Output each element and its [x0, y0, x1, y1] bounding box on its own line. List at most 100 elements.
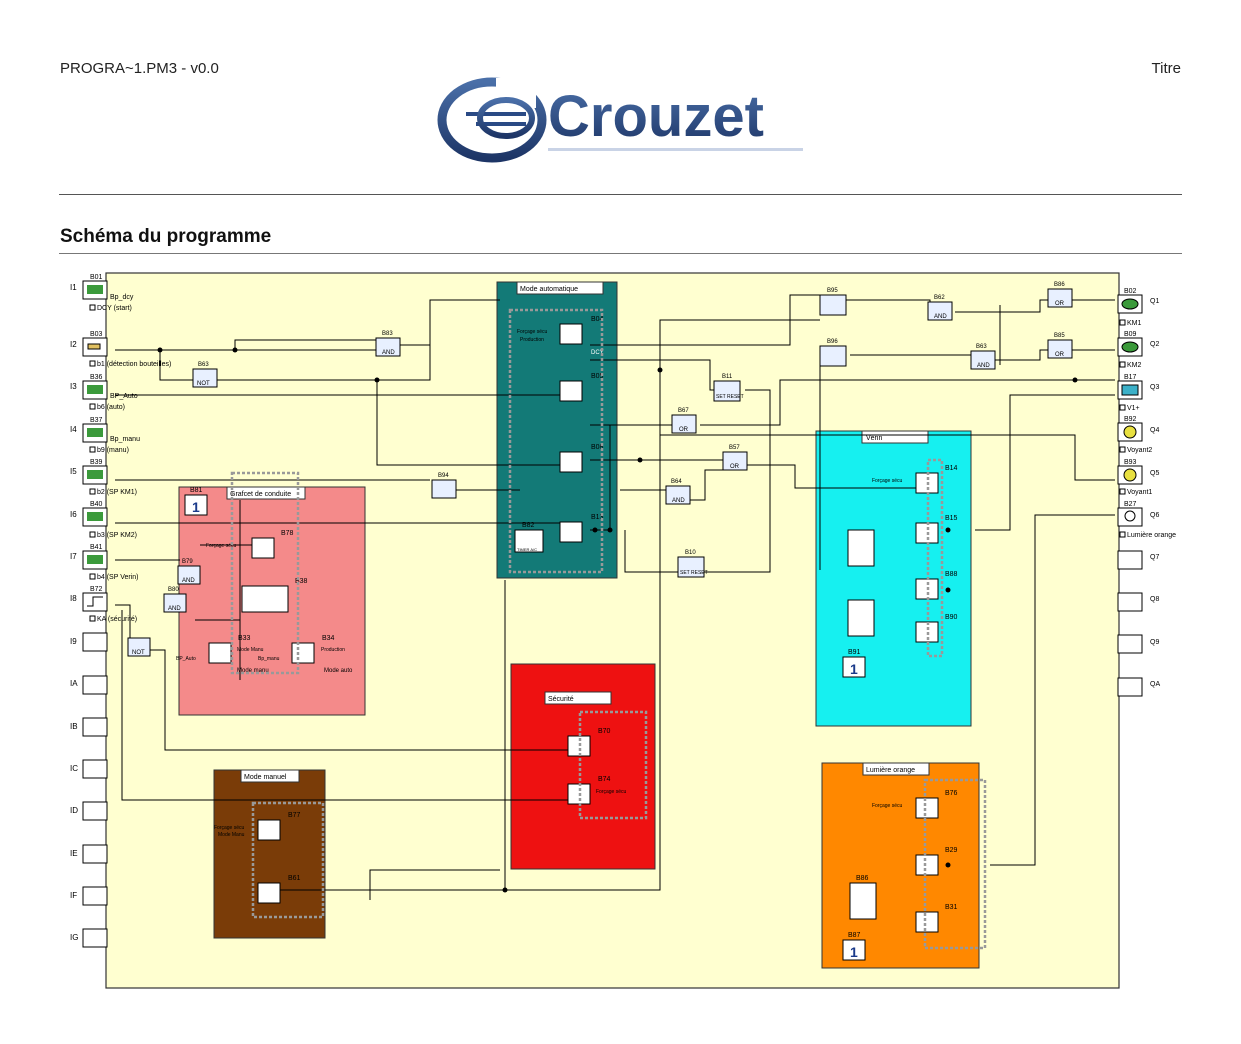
svg-text:B13: B13 [591, 514, 604, 521]
output-block-b27: B27 Q6 Lumière orange [1117, 501, 1176, 539]
svg-text:B62: B62 [934, 295, 945, 301]
svg-text:B88: B88 [945, 571, 958, 578]
svg-text:Production: Production [520, 337, 544, 343]
svg-text:SET RESET: SET RESET [680, 570, 708, 576]
svg-text:AND: AND [934, 314, 947, 320]
brand-text: Crouzet [548, 84, 764, 149]
input-block-b03: B03 b1 (détection bouteilles) [82, 331, 171, 368]
step-b13: B13 [559, 514, 604, 543]
svg-text:B76: B76 [945, 790, 958, 797]
svg-text:Bp_manu: Bp_manu [110, 436, 140, 443]
input-block-b36: B36 BP_Auto b6 (auto) [82, 374, 138, 411]
svg-text:Q6: Q6 [1150, 512, 1159, 519]
svg-text:B95: B95 [827, 288, 838, 294]
step-b31: B31 [915, 904, 958, 933]
svg-text:Lumière orange: Lumière orange [1127, 532, 1176, 539]
svg-text:B36: B36 [90, 374, 103, 381]
output-blocks: B02 Q1 KM1 B09 Q2 KM2 B17 Q3 V1+ B92 [1117, 288, 1176, 697]
pin-i6: I6 [70, 510, 77, 519]
svg-text:B38: B38 [295, 578, 308, 585]
pin-i1: I1 [70, 283, 77, 292]
svg-text:B86: B86 [1054, 282, 1065, 288]
pin-ib: IB [70, 722, 78, 731]
crouzet-logo: Crouzet [437, 77, 803, 163]
svg-text:Mode auto: Mode auto [324, 668, 353, 674]
svg-text:B02: B02 [1124, 288, 1137, 295]
svg-text:B10: B10 [685, 550, 696, 556]
group-auto-title: Mode automatique [520, 286, 578, 293]
svg-text:B63: B63 [976, 344, 987, 350]
svg-text:KA (sécurité): KA (sécurité) [97, 616, 137, 623]
svg-text:Forçage sécu: Forçage sécu [214, 825, 245, 831]
input-block-b40: B40 b3 (SP KM2) [82, 501, 137, 539]
svg-text:B67: B67 [678, 408, 689, 414]
svg-text:B80: B80 [168, 587, 179, 593]
svg-text:B17: B17 [1124, 374, 1137, 381]
pin-i5: I5 [70, 467, 77, 476]
svg-text:B78: B78 [281, 530, 294, 537]
wires [115, 294, 1115, 900]
group-grafcet-title: Grafcet de conduite [230, 491, 291, 498]
group-securite-title: Sécurité [548, 696, 574, 703]
svg-text:OR: OR [1055, 352, 1065, 358]
svg-text:Forçage sécu: Forçage sécu [596, 789, 627, 795]
svg-text:b6 (auto): b6 (auto) [97, 404, 125, 411]
svg-text:Forçage sécu: Forçage sécu [872, 478, 903, 484]
svg-text:KM2: KM2 [1127, 362, 1142, 369]
input-block-b41: B41 b4 (SP Verin) [82, 544, 139, 581]
pin-ig: IG [70, 933, 78, 942]
svg-text:B61: B61 [288, 875, 301, 882]
svg-text:B04: B04 [591, 316, 604, 323]
svg-text:B91: B91 [848, 649, 861, 656]
input-blocks: B01 Bp_dcy DCY (start) B03 b1 (détection… [82, 274, 171, 948]
svg-text:B82: B82 [522, 522, 535, 529]
svg-text:B77: B77 [288, 812, 301, 819]
svg-text:B92: B92 [1124, 416, 1137, 423]
svg-text:OR: OR [1055, 301, 1065, 307]
svg-text:Mode manu: Mode manu [237, 668, 269, 674]
const-b87: B87 1 [842, 932, 866, 961]
svg-text:B72: B72 [90, 586, 103, 593]
svg-text:OR: OR [679, 427, 689, 433]
group-verin: Vérin [815, 430, 972, 727]
step-b61: B61 [257, 875, 301, 904]
step-b05: B05 [559, 373, 604, 402]
pin-ie: IE [70, 849, 78, 858]
svg-text:Q2: Q2 [1150, 341, 1159, 348]
pin-q9: Q9 [1150, 639, 1159, 646]
svg-text:V1+: V1+ [1127, 405, 1140, 412]
svg-text:1: 1 [850, 944, 858, 960]
svg-text:B41: B41 [90, 544, 103, 551]
svg-text:B87: B87 [848, 932, 861, 939]
section-divider [59, 253, 1182, 254]
svg-text:DCY (start): DCY (start) [97, 305, 132, 312]
svg-text:B40: B40 [90, 501, 103, 508]
svg-text:B70: B70 [598, 728, 611, 735]
input-block-b01: B01 Bp_dcy DCY (start) [82, 274, 134, 312]
svg-text:Mode Manu: Mode Manu [218, 832, 245, 838]
svg-text:Voyant1: Voyant1 [1127, 489, 1152, 496]
svg-text:B63: B63 [198, 362, 209, 368]
input-block-b37: B37 Bp_manu b9 (manu) [82, 417, 140, 454]
svg-text:B85: B85 [1054, 333, 1065, 339]
pin-q7: Q7 [1150, 554, 1159, 561]
gate-b94: B94 [431, 473, 457, 499]
svg-text:B29: B29 [945, 847, 958, 854]
pin-i3: I3 [70, 382, 77, 391]
pin-i2: I2 [70, 340, 77, 349]
gate-b95: B95 [819, 288, 847, 316]
svg-text:B90: B90 [945, 614, 958, 621]
junctions [157, 347, 1078, 893]
svg-text:b3 (SP KM2): b3 (SP KM2) [97, 532, 137, 539]
svg-text:AND: AND [182, 578, 195, 584]
